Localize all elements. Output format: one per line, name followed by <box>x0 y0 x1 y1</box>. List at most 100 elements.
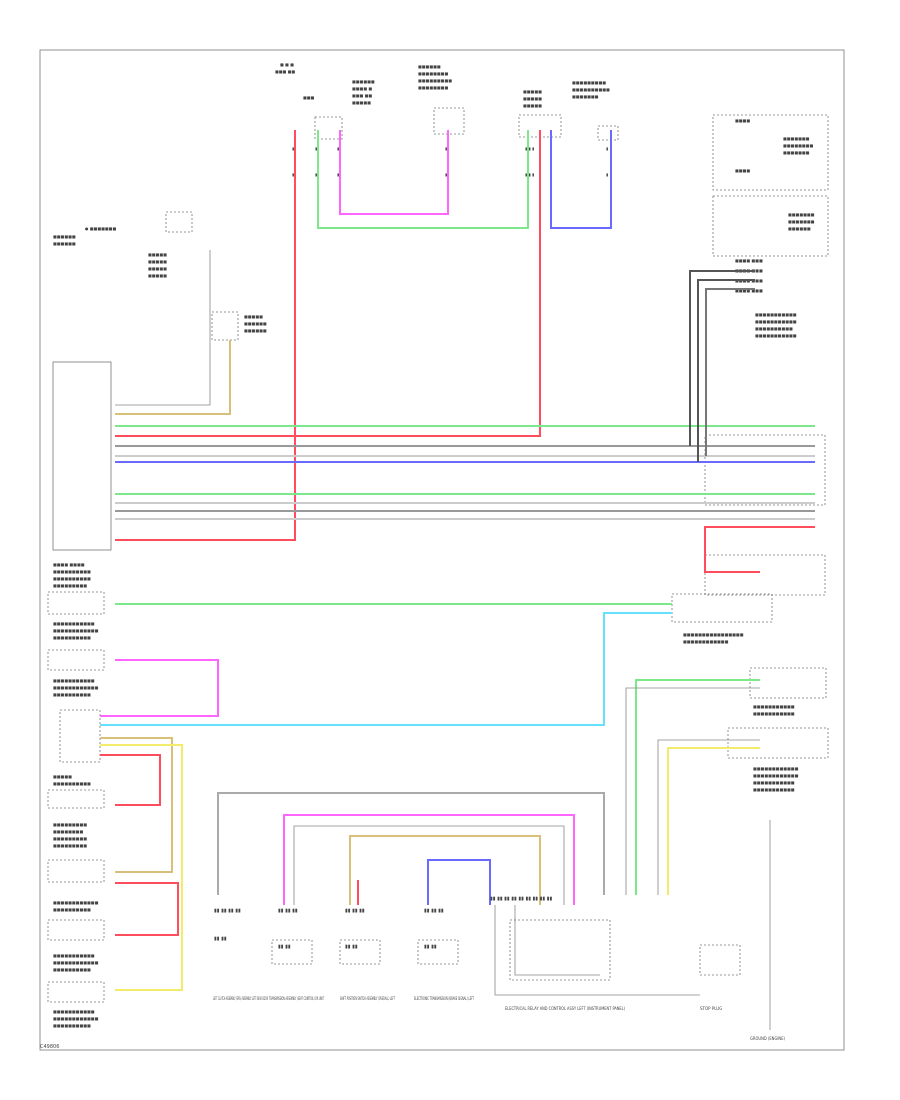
svg-text:■■■■■■■■■■■■: ■■■■■■■■■■■■ <box>53 685 99 690</box>
svg-text:■■■■■: ■■■■■ <box>148 273 167 278</box>
svg-text:■■■ ■■: ■■■ ■■ <box>352 93 372 98</box>
label-stop-plug: STOP PLUG <box>700 1006 722 1011</box>
svg-text:■■■■■■■■■■■■: ■■■■■■■■■■■■ <box>753 766 799 771</box>
wire-blue-bottom <box>427 859 491 905</box>
svg-text:■■■■■■: ■■■■■■ <box>244 328 267 333</box>
wire-magenta-left <box>100 659 219 717</box>
svg-text:■■■■■■■: ■■■■■■■ <box>783 150 810 155</box>
svg-text:■■■ ■■: ■■■ ■■ <box>275 69 295 74</box>
wire-magenta-top <box>339 130 449 215</box>
svg-text:■■■■■■: ■■■■■■ <box>244 321 267 326</box>
svg-text:■■■■ ■■■■: ■■■■ ■■■■ <box>53 562 85 567</box>
svg-text:▮: ▮ <box>292 146 294 151</box>
svg-text:■■■■ ■: ■■■■ ■ <box>352 86 372 91</box>
label-control-relay: ELECTRICAL RELAY AND CONTROL ASSY LEFT (… <box>505 1006 625 1011</box>
svg-text:■■■■■■■■■: ■■■■■■■■■ <box>53 836 87 841</box>
connector-stubs: ▮ ▮ ▮ ▮ ▮ ▮ ▮ ▮ ▮ ▮ ▮ ▮ ▮ ▮ ▮ ▮ ▮▮ ▮▮ ▮▮… <box>214 146 608 950</box>
svg-text:■■■■■■■■■■: ■■■■■■■■■■ <box>53 907 91 912</box>
svg-text:■■■■■■■■■■■: ■■■■■■■■■■■ <box>753 704 795 709</box>
svg-text:■■■■■■■■: ■■■■■■■■ <box>418 71 448 76</box>
svg-text:■■■■■■■: ■■■■■■■ <box>783 136 810 141</box>
svg-text:■■■■: ■■■■ <box>735 118 750 123</box>
wire-magenta-bottom <box>283 814 575 905</box>
svg-text:■■■■■■■■■■■■: ■■■■■■■■■■■■ <box>53 960 99 965</box>
ecu-box: ■■■■ ■■■■ ■■■■■■■■■■ ■■■■■■■■■■ ■■■■■■■■… <box>52 361 112 588</box>
svg-text:■■■■■■■■■■■: ■■■■■■■■■■■ <box>753 711 795 716</box>
svg-text:▮: ▮ <box>315 172 317 177</box>
wire-tan-ecu <box>115 340 231 415</box>
svg-text:▮▮ ▮▮ ▮▮: ▮▮ ▮▮ ▮▮ <box>345 908 365 914</box>
svg-text:■■■■■■■■■: ■■■■■■■■■ <box>53 822 87 827</box>
wire-red-upper <box>115 130 541 437</box>
svg-text:■■■■■: ■■■■■ <box>148 252 167 257</box>
svg-text:■■■■■■■■■■: ■■■■■■■■■■ <box>53 1023 91 1028</box>
svg-text:▮: ▮ <box>337 172 339 177</box>
svg-text:▮▮ ▮▮ ▮▮ ▮▮: ▮▮ ▮▮ ▮▮ ▮▮ <box>214 908 241 914</box>
svg-text:■■■■■■■■: ■■■■■■■■ <box>783 143 813 148</box>
bottom-components: LEFT CLUTCH ASSEMBLY (EPS) ASSEMBLY LEFT… <box>213 919 785 1041</box>
svg-text:■■■■■■■: ■■■■■■■ <box>572 94 599 99</box>
svg-text:■■■■■■: ■■■■■■ <box>352 79 375 84</box>
wire-green-top <box>317 130 529 229</box>
svg-text:■■■■■: ■■■■■ <box>523 96 542 101</box>
svg-text:■■■■■: ■■■■■ <box>523 103 542 108</box>
svg-text:■■■■■■■■: ■■■■■■■■ <box>418 85 448 90</box>
wire-blue-top <box>550 130 612 229</box>
svg-text:■■■■■■■■: ■■■■■■■■ <box>53 829 83 834</box>
svg-text:■■■■■■: ■■■■■■ <box>53 241 76 246</box>
right-middle-components: ■■■■■■■■■■■■■■■■ ■■■■■■■■■■■■ ■■■■■■■■■■… <box>671 434 829 792</box>
svg-text:■■■■■: ■■■■■ <box>244 314 263 319</box>
svg-text:■■■■■■■■■■■■: ■■■■■■■■■■■■ <box>53 628 99 633</box>
svg-text:■■■■■: ■■■■■ <box>148 266 167 271</box>
svg-text:■■■■■■■■■: ■■■■■■■■■ <box>53 583 87 588</box>
svg-text:■■■■■■■■■■■: ■■■■■■■■■■■ <box>53 621 95 626</box>
svg-text:▮: ▮ <box>445 172 447 177</box>
svg-text:■■■■■■■■■■: ■■■■■■■■■■ <box>53 635 91 640</box>
svg-text:■■■■■■■■■■: ■■■■■■■■■■ <box>53 569 91 574</box>
wire-yellow <box>667 747 760 895</box>
svg-text:▮▮ ▮▮: ▮▮ ▮▮ <box>424 944 437 950</box>
svg-text:▮ ▮ ▮: ▮ ▮ ▮ <box>525 146 534 151</box>
svg-text:■ ■ ■: ■ ■ ■ <box>280 62 294 67</box>
svg-text:■■■■■■■■■■■: ■■■■■■■■■■■ <box>53 953 95 958</box>
svg-text:■■■■■: ■■■■■ <box>53 774 72 779</box>
svg-text:■■■■■■■■■■■: ■■■■■■■■■■■ <box>753 780 795 785</box>
label-left-clutch: LEFT CLUTCH ASSEMBLY (EPS) ASSEMBLY LEFT… <box>213 996 268 1001</box>
svg-text:■■■■■■■■■■: ■■■■■■■■■■ <box>572 87 610 92</box>
svg-text:■■■■■■■■■■■■■■■■: ■■■■■■■■■■■■■■■■ <box>683 632 744 637</box>
svg-text:▮: ▮ <box>315 146 317 151</box>
svg-text:■■■■■■■■■■: ■■■■■■■■■■ <box>53 967 91 972</box>
svg-text:■■■■■■■■■: ■■■■■■■■■ <box>53 843 87 848</box>
left-lower-components: ■■■■■■■■■■■ ■■■■■■■■■■■■ ■■■■■■■■■■ ■■■■… <box>47 591 105 1028</box>
svg-text:■■■■■■: ■■■■■■ <box>418 64 441 69</box>
svg-text:▮▮ ▮▮: ▮▮ ▮▮ <box>278 944 291 950</box>
svg-text:■■■■■■■■■■■■: ■■■■■■■■■■■■ <box>53 1016 99 1021</box>
svg-text:■■■■■: ■■■■■ <box>148 259 167 264</box>
top-components: ■ ■ ■ ■■■ ■■ ■■■ ■■■■■■ ■■■■ ■ ■■■ ■■ ■■… <box>275 62 619 141</box>
svg-text:■■■■■■■■■■: ■■■■■■■■■■ <box>53 781 91 786</box>
svg-text:▮ ▮ ▮: ▮ ▮ ▮ <box>525 172 534 177</box>
svg-text:■■■■■: ■■■■■ <box>352 100 371 105</box>
diagram-frame <box>39 49 845 1051</box>
label-shift-position: SHIFT POSITION SWITCH ASSEMBLY (OVERALL)… <box>340 996 395 1001</box>
svg-text:■■■■ ■■■: ■■■■ ■■■ <box>735 258 763 263</box>
svg-text:▮: ▮ <box>445 146 447 151</box>
svg-text:■■■■■■■■■■: ■■■■■■■■■■ <box>53 576 91 581</box>
footer-code: C49806 <box>40 1044 59 1050</box>
svg-text:▮▮ ▮▮: ▮▮ ▮▮ <box>214 936 227 942</box>
svg-text:■■■■■■■: ■■■■■■■ <box>788 219 815 224</box>
svg-text:▮: ▮ <box>292 172 294 177</box>
wires <box>100 130 815 1030</box>
svg-text:▮: ▮ <box>606 146 608 151</box>
svg-text:■■■■■■■■■■■: ■■■■■■■■■■■ <box>53 1009 95 1014</box>
label-ground: GROUND (ENGINE) <box>750 1036 785 1041</box>
svg-text:▮: ▮ <box>337 146 339 151</box>
svg-text:■■■■■■■■■■■■: ■■■■■■■■■■■■ <box>53 900 99 905</box>
wire-red-main <box>115 130 296 541</box>
svg-text:▮▮ ▮▮: ▮▮ ▮▮ <box>345 944 358 950</box>
svg-text:■■■■■: ■■■■■ <box>523 89 542 94</box>
svg-text:■■■■■■■■■■■: ■■■■■■■■■■■ <box>755 333 797 338</box>
svg-text:■■■■■■■■■■■■: ■■■■■■■■■■■■ <box>753 773 799 778</box>
